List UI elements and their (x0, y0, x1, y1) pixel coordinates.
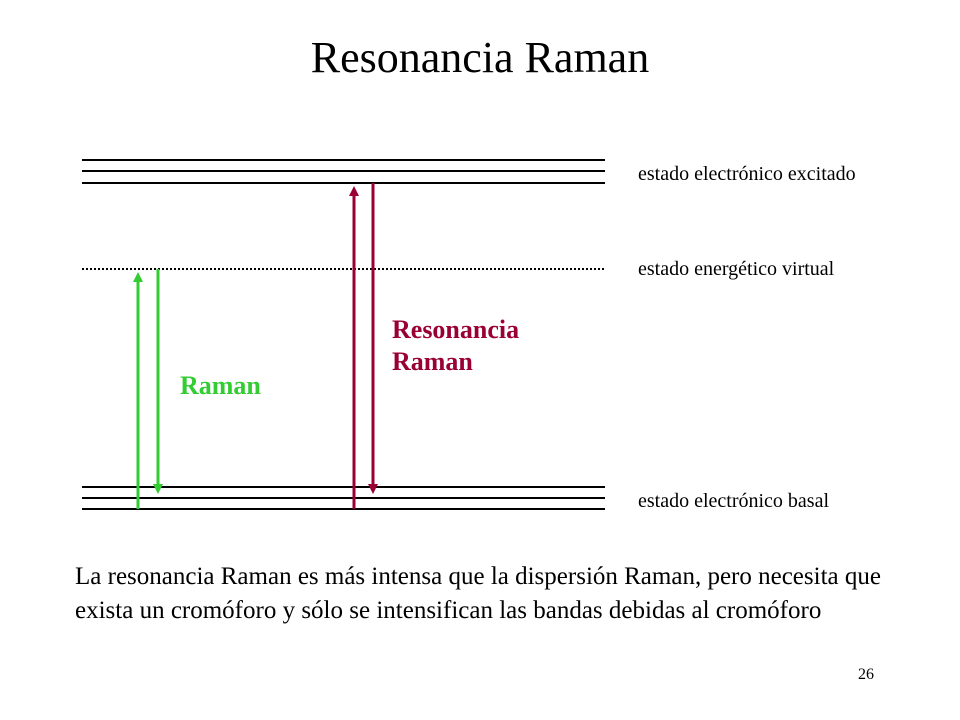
virtual-state-label: estado energético virtual (638, 258, 835, 280)
caption-text: La resonancia Raman es más intensa que l… (75, 563, 881, 624)
ground-state-label: estado electrónico basal (638, 490, 830, 512)
excited-state-label: estado electrónico excitado (638, 163, 856, 185)
raman-label: Raman (180, 371, 261, 400)
slide-title: Resonancia Raman (310, 33, 650, 82)
resonance-raman-label-line1: Resonancia (392, 315, 520, 344)
excited-state-levels (82, 159, 605, 184)
ground-state-levels (82, 486, 605, 510)
page-number: 26 (858, 666, 874, 683)
resonance-raman-label: Resonancia Raman (392, 314, 519, 378)
resonance-raman-label-line2: Raman (392, 347, 473, 376)
